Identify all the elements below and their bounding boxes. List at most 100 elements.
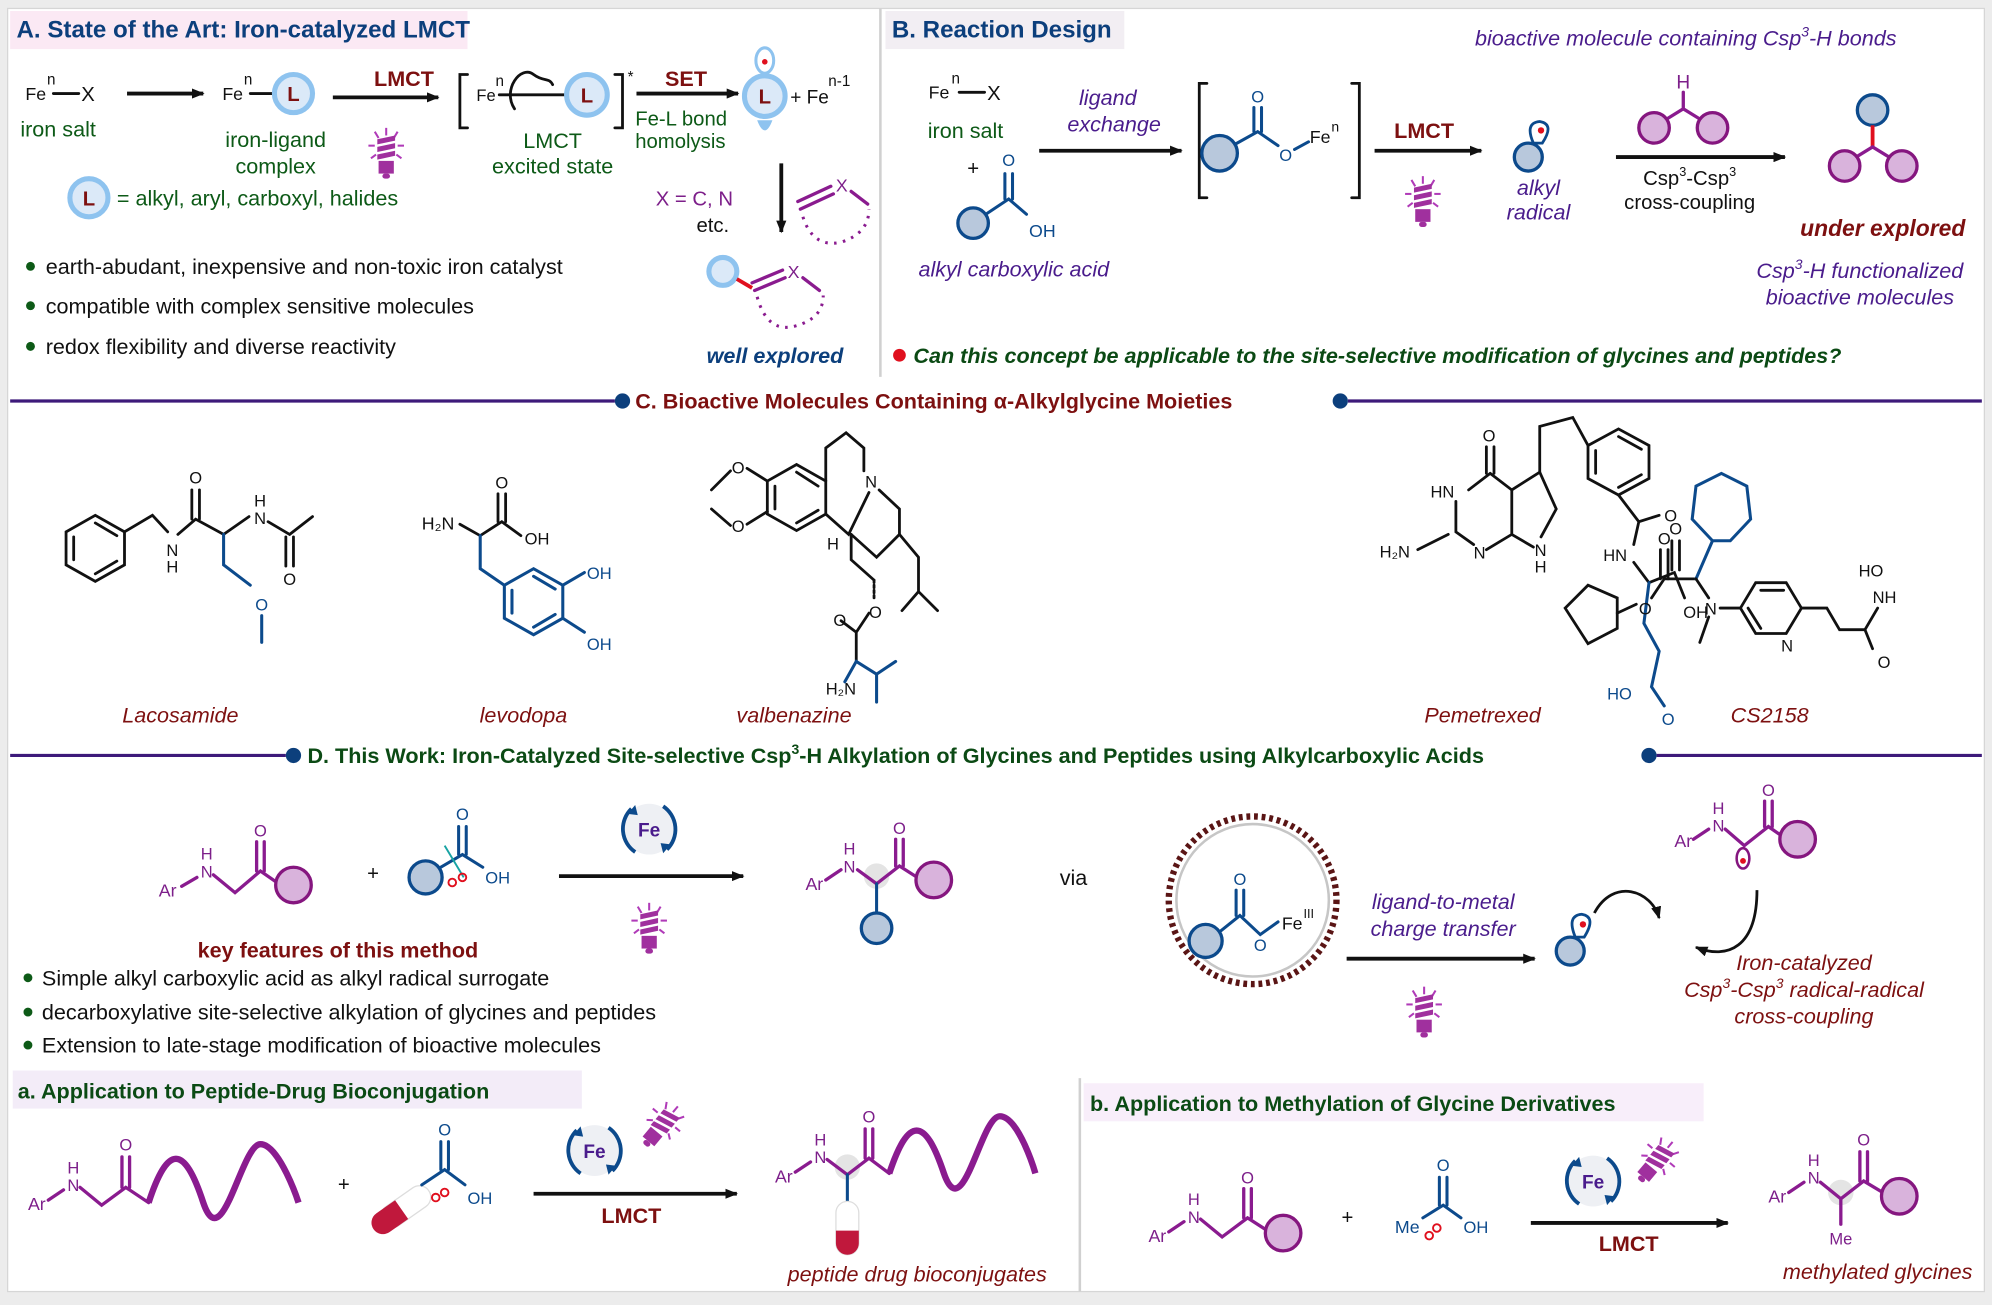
ar-label-b: Ar	[1148, 1226, 1166, 1246]
panel-b-title-bg	[885, 10, 1125, 50]
plus-b: +	[967, 158, 979, 180]
excited-label-1: LMCT	[523, 128, 582, 153]
atom-o: O	[189, 470, 202, 488]
nh-h: H	[201, 846, 213, 864]
coupling-d-1: Iron-catalyzed	[1736, 950, 1873, 975]
x-atom: X	[836, 175, 848, 195]
x-def-label: X = C, N	[656, 188, 733, 210]
bullet-a-3: redox flexibility and diverse reactivity	[46, 334, 396, 359]
atom-o-v1: O	[732, 459, 745, 477]
fen-b: Fe	[1310, 127, 1331, 147]
atom-h-p: H	[1535, 559, 1547, 577]
nh-n-2: N	[844, 858, 856, 876]
nh-h-b: H	[1188, 1191, 1200, 1209]
fe3-sup: III	[1303, 907, 1314, 921]
atom-ho-p: HO	[1607, 686, 1632, 704]
well-explored-label: well explored	[707, 343, 845, 368]
key-features-title: key features of this method	[198, 937, 479, 962]
coupling-label-2: cross-coupling	[1624, 192, 1755, 214]
complex-label-1: iron-ligand	[225, 127, 326, 152]
bullet-a-1: earth-abudant, inexpensive and non-toxic…	[46, 254, 563, 279]
x-atom-2: X	[788, 262, 800, 282]
atom-n: N	[166, 542, 178, 560]
iron-salt-b: iron salt	[928, 118, 1004, 143]
bullet-a-2: compatible with complex sensitive molecu…	[46, 293, 474, 318]
glycine-b-o: O	[1241, 1170, 1254, 1188]
ligand-legend-symbol: L	[83, 188, 95, 210]
glycyl-o: O	[1762, 782, 1775, 800]
alkyl-radical-circle	[1512, 141, 1544, 173]
ligand-symbol: L	[287, 84, 299, 106]
atom-ho-c: HO	[1859, 562, 1884, 580]
atom-o-p2: O	[1664, 508, 1677, 526]
panel-sub-a: a. Application to Peptide-Drug Bioconjug…	[12, 1070, 1047, 1286]
homolysis-label-2: homolysis	[635, 131, 725, 153]
atom-h-v: H	[827, 536, 839, 554]
nh-n-b2: N	[1808, 1170, 1820, 1188]
svg-text:*: *	[628, 69, 634, 86]
drug-acid-o: O	[438, 1121, 451, 1139]
atom-o2: O	[283, 571, 296, 589]
nh-h-2: H	[844, 841, 856, 859]
panel-sub-b: b. Application to Methylation of Glycine…	[1083, 1083, 1973, 1284]
acid-label: alkyl carboxylic acid	[918, 257, 1110, 282]
radical-ligand-circle	[741, 73, 788, 119]
radical-label-1: alkyl	[1517, 175, 1561, 200]
top-note: bioactive molecule containing Csp3-H bon…	[1475, 23, 1897, 50]
ligand-symbol-2: L	[581, 85, 593, 107]
atom-oh-l: OH	[525, 531, 550, 549]
panel-sub-a-title: a. Application to Peptide-Drug Bioconjug…	[18, 1078, 490, 1103]
bullet-d-2: decarboxylative site-selective alkylatio…	[42, 1000, 656, 1025]
fe3-label: Fe	[1282, 913, 1303, 933]
carboxylate-o: O	[1251, 88, 1264, 106]
atom-oh-l3: OH	[587, 636, 612, 654]
atom-h2: H	[254, 492, 266, 510]
lmct-b: LMCT	[1394, 118, 1454, 143]
fe-cycle-b: Fe	[1582, 1173, 1604, 1194]
panel-b-title: B. Reaction Design	[892, 17, 1112, 44]
functionalized-label-1: Csp3-H functionalized	[1756, 256, 1964, 283]
atom-n-p2: N	[1535, 542, 1547, 560]
fe-sup-b: n	[952, 70, 960, 87]
nh-h-a2: H	[814, 1131, 826, 1149]
lmct-desc-2: charge transfer	[1371, 916, 1517, 941]
coupling-label-1: Csp3-Csp3	[1643, 165, 1736, 190]
bullet-d-1: Simple alkyl carboxylic acid as alkyl ra…	[42, 965, 549, 990]
x-label: X	[81, 84, 95, 106]
atom-n-p1: N	[1474, 545, 1486, 563]
atom-n2: N	[254, 510, 266, 528]
fe3-o2: O	[1254, 937, 1267, 955]
me-label: Me	[1395, 1217, 1420, 1237]
atom-o-v3: O	[869, 604, 882, 622]
ar-label: Ar	[159, 880, 177, 900]
lmct-label: LMCT	[374, 66, 434, 91]
fe-cycle-label: Fe	[638, 821, 660, 842]
ligand-exchange-2: exchange	[1067, 112, 1161, 137]
acid-oh-d: OH	[485, 870, 510, 888]
atom-h2n-v: H₂N	[826, 680, 856, 698]
ar-label-a2: Ar	[775, 1166, 793, 1186]
fe-label-3: Fe	[476, 87, 495, 105]
panel-c-title: C. Bioactive Molecules Containing α-Alky…	[635, 389, 1232, 414]
alkyl-circle-b	[956, 206, 991, 241]
ligand-symbol-3: L	[759, 87, 771, 109]
etc-label: etc.	[696, 215, 729, 237]
fe3-o1: O	[1233, 871, 1246, 889]
atom-o-p1: O	[1483, 428, 1496, 446]
acetic-oh: OH	[1464, 1219, 1489, 1237]
nh-n-a: N	[67, 1177, 79, 1195]
acetic-o: O	[1437, 1157, 1450, 1175]
set-label: SET	[665, 66, 707, 91]
plus-d: +	[367, 863, 379, 885]
nh-n-b: N	[1188, 1209, 1200, 1227]
homolysis-label-1: Fe-L bond	[635, 108, 727, 130]
atom-o3: O	[255, 597, 268, 615]
product-a-o: O	[863, 1109, 876, 1127]
atom-o-v2: O	[732, 518, 745, 536]
glycine-o: O	[254, 823, 267, 841]
iron-salt-label: iron salt	[20, 117, 96, 142]
me-product-label: Me	[1829, 1231, 1852, 1249]
panel-d: D. This Work: Iron-Catalyzed Site-select…	[10, 741, 1982, 1058]
nh-n-a2: N	[814, 1149, 826, 1167]
ar-label-b2: Ar	[1768, 1187, 1786, 1207]
